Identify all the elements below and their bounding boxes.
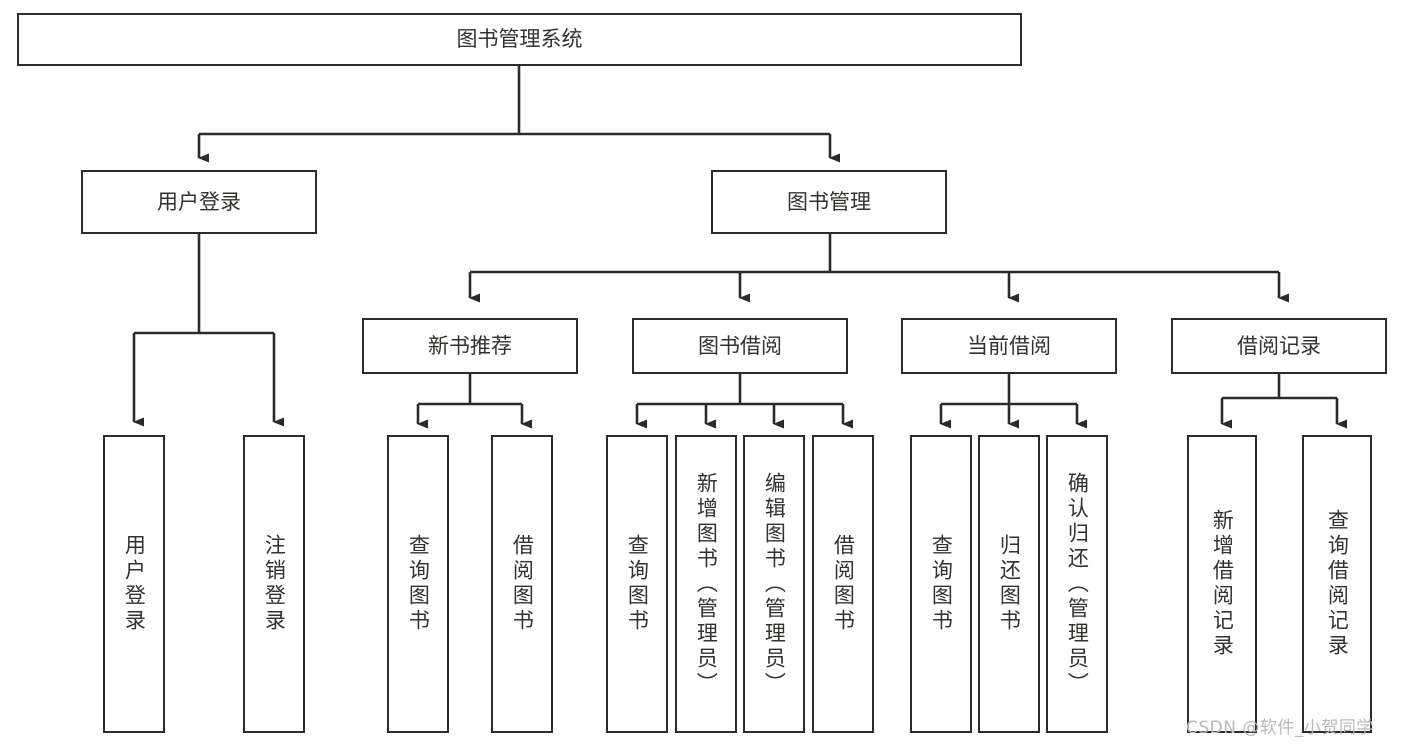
node-label: 新书推荐: [428, 333, 512, 358]
node-label: 图书管理系统: [456, 27, 583, 52]
node-label: 借阅图书: [831, 534, 856, 634]
leaf-current-borrow-confirm-return-admin[interactable]: 确认归还（管理员）: [1046, 435, 1108, 733]
node-book-management[interactable]: 图书管理: [711, 170, 947, 234]
leaf-book-borrow-query-book[interactable]: 查询图书: [606, 435, 668, 733]
node-label: 借阅图书: [510, 534, 535, 634]
node-borrow-record[interactable]: 借阅记录: [1171, 318, 1387, 374]
node-label: 借阅记录: [1237, 333, 1321, 358]
node-new-book-recommend[interactable]: 新书推荐: [362, 318, 578, 374]
leaf-book-borrow-borrow-book[interactable]: 借阅图书: [812, 435, 874, 733]
leaf-new-book-query-book[interactable]: 查询图书: [387, 435, 449, 733]
leaf-borrow-record-query-record[interactable]: 查询借阅记录: [1302, 435, 1372, 733]
node-user-login[interactable]: 用户登录: [81, 170, 317, 234]
node-label: 新增图书（管理员）: [694, 471, 719, 697]
node-label: 编辑图书（管理员）: [762, 471, 787, 697]
node-root-book-management-system[interactable]: 图书管理系统: [17, 13, 1022, 66]
node-label: 用户登录: [157, 189, 241, 214]
leaf-book-borrow-add-book-admin[interactable]: 新增图书（管理员）: [675, 435, 737, 733]
leaf-user-login-login[interactable]: 用户登录: [103, 435, 165, 733]
node-label: 图书管理: [787, 189, 871, 214]
node-label: 查询图书: [929, 534, 954, 634]
leaf-book-borrow-edit-book-admin[interactable]: 编辑图书（管理员）: [743, 435, 805, 733]
node-label: 归还图书: [997, 534, 1022, 634]
leaf-user-login-logout[interactable]: 注销登录: [243, 435, 305, 733]
node-label: 当前借阅: [967, 333, 1051, 358]
csdn-watermark: CSDN @软件_小贺同学: [1186, 718, 1374, 738]
node-label: 注销登录: [262, 534, 287, 634]
leaf-new-book-borrow-book[interactable]: 借阅图书: [491, 435, 553, 733]
node-current-borrow[interactable]: 当前借阅: [901, 318, 1117, 374]
leaf-borrow-record-add-record[interactable]: 新增借阅记录: [1187, 435, 1257, 733]
node-label: 用户登录: [122, 534, 147, 634]
node-label: 图书借阅: [698, 333, 782, 358]
leaf-current-borrow-return-book[interactable]: 归还图书: [978, 435, 1040, 733]
leaf-current-borrow-query-book[interactable]: 查询图书: [910, 435, 972, 733]
node-label: 新增借阅记录: [1210, 509, 1235, 659]
node-book-borrow[interactable]: 图书借阅: [632, 318, 848, 374]
node-label: 查询图书: [406, 534, 431, 634]
node-label: 查询借阅记录: [1325, 509, 1350, 659]
node-label: 查询图书: [625, 534, 650, 634]
node-label: 确认归还（管理员）: [1065, 471, 1090, 697]
